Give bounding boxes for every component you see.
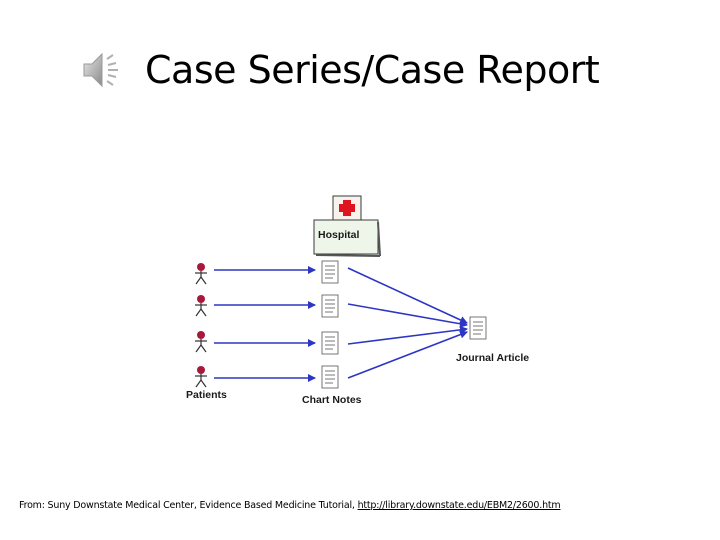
source-citation: From: Suny Downstate Medical Center, Evi… — [19, 500, 709, 511]
chart-note-icon — [321, 331, 339, 355]
chart-notes-label: Chart Notes — [302, 394, 362, 406]
arrow — [347, 267, 468, 324]
speaker-icon[interactable] — [80, 48, 124, 92]
patient-icon — [195, 331, 207, 353]
journal-article-label: Journal Article — [456, 352, 529, 364]
arrow — [347, 330, 468, 379]
source-text: From: Suny Downstate Medical Center, Evi… — [19, 500, 358, 511]
slide-title: Case Series/Case Report — [145, 48, 600, 92]
patient-icon — [195, 295, 207, 317]
chart-note-icon — [321, 260, 339, 284]
journal-article-icon — [469, 316, 487, 340]
patient-icon — [195, 263, 207, 285]
patient-figures — [195, 263, 207, 388]
arrow — [347, 303, 468, 328]
patient-arrows — [214, 266, 316, 382]
chart-note-icon — [321, 365, 339, 389]
patients-label: Patients — [186, 389, 227, 401]
hospital: Hospital — [313, 195, 381, 257]
arrow — [347, 325, 468, 345]
patient-icon — [195, 366, 207, 388]
chart-note-icon — [321, 294, 339, 318]
chart-notes — [321, 260, 339, 389]
source-link[interactable]: http://library.downstate.edu/EBM2/2600.h… — [357, 500, 561, 511]
hospital-label: Hospital — [318, 229, 360, 241]
journal-arrows — [347, 267, 468, 379]
